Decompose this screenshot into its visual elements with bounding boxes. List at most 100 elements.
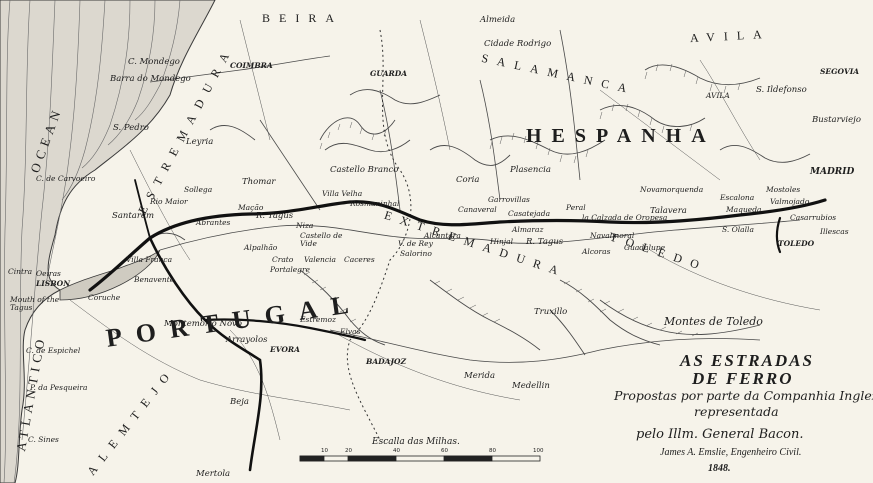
place-benavente: Benavente <box>134 275 175 284</box>
railway-branch-north <box>134 179 151 239</box>
place-mouth-tagus: Mouth of the Tagus <box>10 295 60 312</box>
place-c-espichel: C. de Espichel <box>26 346 81 355</box>
scale-tick-40: 40 <box>393 448 400 454</box>
place-macao: Mação <box>238 203 264 212</box>
railway-south <box>148 236 263 472</box>
place-avila: AVILA <box>706 91 730 100</box>
scale-title: Escalla das Milhas. <box>372 437 460 447</box>
atlantic-sea <box>0 0 216 483</box>
place-alpalhao: Alpalhão <box>244 243 278 252</box>
place-almeida: Almeida <box>480 15 516 25</box>
place-novamorquenda: Novamorquenda <box>640 185 704 194</box>
place-barra-mondego: Barra do Mondego <box>110 74 191 84</box>
place-thomar: Thomar <box>242 177 276 187</box>
place-merida: Merida <box>464 371 496 381</box>
place-badajoz: BADAJOZ <box>366 357 407 366</box>
place-rosmaninhal: Rosmaninhal <box>350 199 400 208</box>
place-c-mondego: C. Mondego <box>128 57 180 67</box>
place-truxillo: Truxillo <box>534 307 568 317</box>
place-coria: Coria <box>456 175 480 185</box>
place-elvas: Elvas <box>340 327 361 336</box>
place-montes-toledo: Montes de Toledo <box>664 315 763 328</box>
place-hinjal: Hinjal <box>490 237 513 246</box>
map-title-line1: AS ESTRADAS <box>680 351 814 370</box>
rivers <box>149 29 801 363</box>
place-coimbra: COIMBRA <box>230 61 273 70</box>
hachure-strokes <box>303 63 741 337</box>
place-crato: Crato <box>272 255 294 264</box>
place-sollega: Sollega <box>184 185 213 194</box>
place-mertola: Mertola <box>196 469 231 479</box>
place-oeiras: Oeiras <box>36 269 61 278</box>
river-tagus <box>159 219 801 251</box>
place-santarem: Santarem <box>112 211 155 221</box>
scale-tick-80: 80 <box>489 448 496 454</box>
place-madrid: MADRID <box>810 167 855 177</box>
place-coruche: Coruche <box>88 293 121 302</box>
place-estremoz: Estremoz <box>300 315 336 324</box>
railway-elvas <box>203 318 367 342</box>
place-bustarviejo: Bustarviejo <box>812 115 861 125</box>
place-almaraz: Almaraz <box>512 225 544 234</box>
place-portalegre: Portalegre <box>270 265 310 274</box>
place-valencia: Valencia <box>304 255 336 264</box>
place-arrayolos: Arrayolos <box>226 335 268 345</box>
place-mostoles: Mostoles <box>766 185 801 194</box>
scale-tick-20: 20 <box>345 448 352 454</box>
map-subtitle-line2: representada <box>694 404 779 419</box>
place-leyria: Leyria <box>186 137 214 147</box>
coast-hachure <box>3 0 181 483</box>
place-salorino: Salorino <box>400 249 432 258</box>
place-talavera: Talavera <box>650 206 687 216</box>
place-c-sines: C. Sines <box>28 435 59 444</box>
place-castello-vide: Castello de Vide <box>300 231 343 248</box>
place-montemor: Montemor o Novo <box>164 319 242 329</box>
place-maqueda: Maqueda <box>726 205 762 214</box>
place-c-carvoeiro: C. de Carvoeiro <box>36 174 96 183</box>
place-navalmoral: Navalmoral <box>590 231 635 240</box>
map-title-line2: DE FERRO <box>692 369 794 388</box>
place-castello-branco: Castello Branco <box>330 165 399 175</box>
label-hespanha: HESPANHA <box>526 125 716 147</box>
place-pt-pesqueira: P. da Pesqueira <box>30 383 88 392</box>
place-valmojado: Valmojado <box>770 197 810 206</box>
label-beira: BEIRA <box>262 11 343 25</box>
place-cidade-rodrigo: Cidade Rodrigo <box>484 39 552 49</box>
place-escalona: Escalona <box>720 193 755 202</box>
place-s-olalla: S. Olalla <box>722 225 754 234</box>
railway-main <box>88 198 827 292</box>
river-guadiana <box>329 329 761 363</box>
scale-tick-100: 100 <box>533 448 544 454</box>
place-alcantara: Alcantara <box>424 231 461 240</box>
place-abrantes: Abrantes <box>196 218 231 227</box>
place-tagus-1: R. Tagus <box>256 211 294 221</box>
railway-lines <box>88 179 827 472</box>
place-illescas: Illescas <box>820 227 849 236</box>
place-guadalupe: Guadalupe <box>624 243 666 252</box>
place-guarda: GUARDA <box>370 69 408 78</box>
place-calzada: la Calzada de Oropesa <box>582 213 668 222</box>
place-toledo: TOLEDO <box>778 239 815 248</box>
place-caceres: Caceres <box>344 255 375 264</box>
place-lisbon: LISBON <box>36 279 71 288</box>
place-garrovillas: Garrovillas <box>488 195 530 204</box>
place-casarrubios: Casarrubios <box>790 213 837 222</box>
map-year: 1848. <box>708 463 731 474</box>
place-segovia: SEGOVIA <box>820 67 860 76</box>
place-castejada: Casatejada <box>508 209 551 218</box>
map-subtitle-line1: Propostas por parte da Companhia Ingleza <box>614 388 873 403</box>
place-tagus-2: R. Tagus <box>526 237 564 247</box>
river-mondego <box>149 55 331 83</box>
place-medellin: Medellin <box>512 381 550 391</box>
place-evora: EVORA <box>270 345 300 354</box>
place-peral: Peral <box>566 203 586 212</box>
place-rio-maior: Rio Maior <box>150 197 188 206</box>
scale-tick-60: 60 <box>441 448 448 454</box>
scale-tick-10: 10 <box>321 448 328 454</box>
place-alcoras: Alcoras <box>582 247 611 256</box>
place-niza: Niza <box>296 221 314 230</box>
place-cintra: Cintra <box>8 267 33 276</box>
place-v-rey: V. de Rey <box>398 239 433 248</box>
place-s-pedro: S. Pedro <box>113 123 149 133</box>
